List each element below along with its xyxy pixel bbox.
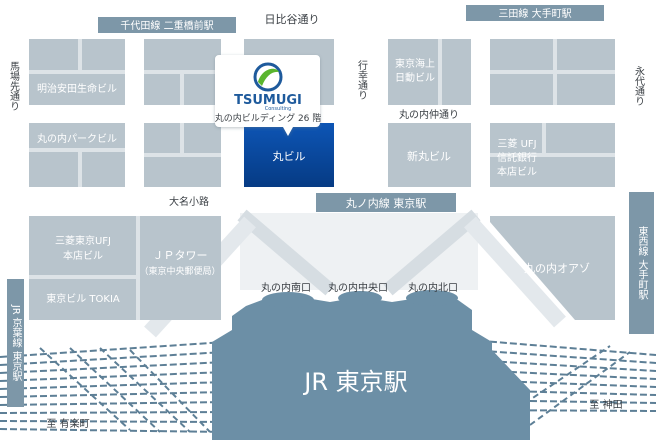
plaza-diagonal-left <box>237 209 335 296</box>
logo-leaf <box>258 68 279 86</box>
jr-tokyo-station-label: JR 東京駅 <box>302 368 407 396</box>
street-hibiya-dori: 日比谷通り <box>265 13 320 26</box>
exit-central-label: 丸の内中央口 <box>328 281 388 294</box>
callout-address: 丸の内ビルディング 26 階 <box>215 112 322 124</box>
building-marunouchi-oazo: 丸の内オアゾ <box>524 261 590 275</box>
diagonal-road-right <box>464 216 566 328</box>
building-tokyo-tokia: 東京ビル TOKIA <box>46 292 120 305</box>
block-marunouchi-park <box>29 123 125 187</box>
company-callout[interactable] <box>215 55 320 136</box>
building-tokio-marine-2: 日動ビル <box>395 71 435 84</box>
street-eitai-dori: 永代通り <box>633 65 645 106</box>
plaza-diagonal-right <box>383 209 481 296</box>
north-dome <box>406 290 458 306</box>
building-meiji-yasuda: 明治安田生命ビル <box>37 82 117 95</box>
rail-tracks-left-diagonal <box>39 347 211 433</box>
building-shin-marubiru: 新丸ビル <box>407 149 451 163</box>
exit-north-label: 丸の内北口 <box>408 281 458 294</box>
building-mufg-honten-1: 三菱東京UFJ <box>55 234 111 247</box>
central-dome <box>338 291 382 305</box>
building-marunouchi-park: 丸の内パークビル <box>37 132 117 145</box>
mita-line-label: 三田線 大手町駅 <box>498 7 571 20</box>
street-daimyo-koji: 大名小路 <box>169 195 209 208</box>
block-marunouchi-oazo <box>490 216 615 320</box>
marunouchi-line-label: 丸ノ内線 東京駅 <box>346 196 427 210</box>
tokyo-station: JR 東京駅 <box>0 290 656 440</box>
rail-tracks-left <box>0 341 226 433</box>
keiyo-line-label: JR 京葉線 東京駅 <box>10 304 22 382</box>
exit-south-label: 丸の内南口 <box>261 281 311 294</box>
block-shin-marubiru <box>388 123 471 187</box>
building-mufg-trust-1: 三菱 UFJ <box>497 138 536 150</box>
direction-kanda: 至 神田 <box>589 398 622 411</box>
station-building <box>212 297 530 440</box>
building-marubiru[interactable]: 丸ビル <box>273 150 306 163</box>
logo-subtext: Consulting <box>265 106 292 112</box>
mita-line-box <box>466 5 604 21</box>
logo-ring <box>253 62 283 92</box>
street-babasaki-dori: 馬場先通り <box>8 61 20 111</box>
keiyo-line-box <box>7 279 24 407</box>
tsumugi-logo-icon <box>253 62 283 92</box>
block-tokio-marine <box>388 39 471 105</box>
marunouchi-line-box <box>316 193 456 212</box>
building-mufg-honten-2: 本店ビル <box>63 249 103 262</box>
tozai-line-label: 東西線 大手町駅 <box>636 225 648 300</box>
building-tokio-marine-1: 東京海上 <box>395 57 435 70</box>
south-dome <box>262 292 314 308</box>
building-jp-tower-2: （東京中央郵便局） <box>139 265 220 277</box>
tozai-line-box <box>629 192 654 334</box>
logo-text: TSUMUGI <box>234 93 302 108</box>
callout-bubble[interactable] <box>215 55 320 136</box>
building-jp-tower-1: ＪＰタワー <box>153 249 208 262</box>
building-mufg-trust-3: 本店ビル <box>497 165 537 178</box>
street-gyoko-dori: 行幸通り <box>356 59 368 100</box>
street-marunouchi-naka-dori: 丸の内仲通り <box>399 108 459 121</box>
building-mufg-trust-2: 信託銀行 <box>497 151 537 164</box>
block-mufg-honten-tokia <box>29 216 221 320</box>
direction-yurakucho: 至 有楽町 <box>46 417 89 430</box>
chiyoda-line-label: 千代田線 二重橋前駅 <box>120 19 213 32</box>
chiyoda-line-box <box>98 17 236 33</box>
